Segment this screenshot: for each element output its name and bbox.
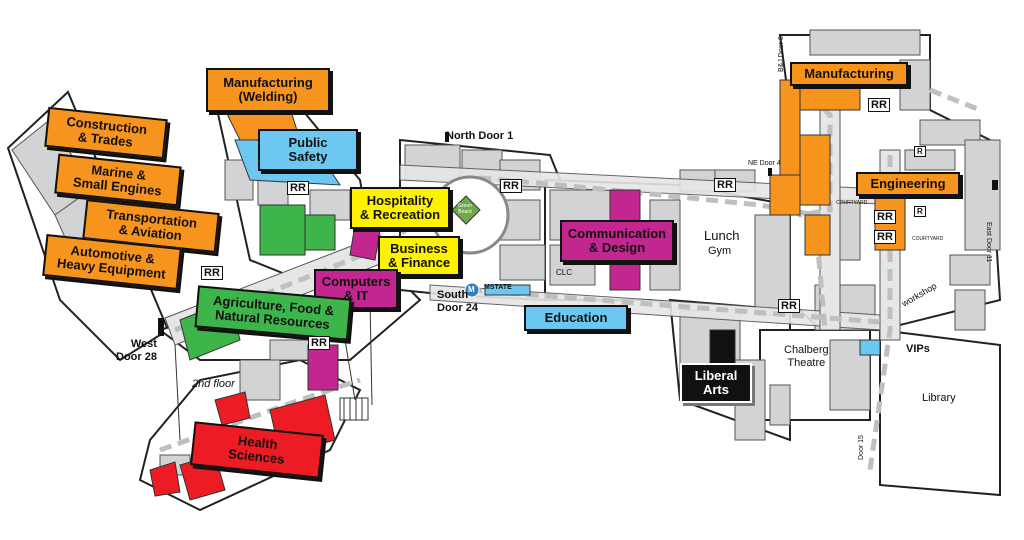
courtyard-label-2: COURTYARD bbox=[912, 236, 944, 242]
bj-door-label: B&J Door 6 bbox=[778, 36, 785, 72]
label-line: West bbox=[130, 338, 157, 350]
label-public-safety: Public Safety bbox=[258, 129, 358, 171]
label-hospitality-recreation: Hospitality & Recreation bbox=[350, 187, 450, 229]
east-door-label: East Door 11 bbox=[985, 222, 992, 263]
label-liberal-arts: Liberal Arts bbox=[680, 363, 752, 403]
label-line: Door 24 bbox=[437, 302, 478, 314]
green-board-icon bbox=[451, 195, 481, 225]
restroom-marker: RR bbox=[874, 230, 896, 244]
label-line: Manufacturing bbox=[223, 75, 313, 91]
restroom-marker: RR bbox=[500, 179, 522, 193]
label-line: Business bbox=[390, 241, 448, 257]
ne-door-label: NE Door 4 bbox=[748, 160, 781, 167]
mstate-label: MSTATE bbox=[484, 284, 512, 291]
label-line: Communication bbox=[567, 226, 667, 242]
label-line: Board bbox=[458, 209, 472, 215]
restroom-marker: RR bbox=[201, 266, 223, 280]
label-manufacturing: Manufacturing bbox=[790, 62, 908, 86]
gym-label: Gym bbox=[708, 245, 732, 257]
label-line: (Welding) bbox=[238, 89, 298, 104]
west-door-label: West Door 28 bbox=[116, 338, 157, 364]
mstate-logo-letter: M bbox=[468, 285, 475, 294]
label-line: Door 28 bbox=[116, 351, 157, 363]
restroom-marker-single: R bbox=[914, 146, 926, 157]
stairs bbox=[339, 397, 369, 421]
label-line: Public bbox=[288, 135, 328, 151]
restroom-marker: RR bbox=[874, 210, 896, 224]
restroom-marker: RR bbox=[308, 336, 330, 350]
label-line: Manufacturing bbox=[804, 66, 894, 82]
restroom-marker: RR bbox=[868, 98, 890, 112]
lunch-label: Lunch bbox=[704, 228, 740, 243]
door-markers bbox=[158, 132, 998, 336]
label-line: Hospitality bbox=[366, 193, 434, 209]
label-communication-design: Communication & Design bbox=[560, 220, 674, 262]
label-business-finance: Business & Finance bbox=[378, 236, 460, 276]
label-line: Small Engines bbox=[72, 174, 163, 199]
label-line: & Trades bbox=[77, 129, 134, 150]
label-line: Chalberg bbox=[784, 344, 829, 356]
label-line: Theatre bbox=[787, 357, 826, 369]
green-board-label: Green Board bbox=[458, 203, 472, 215]
courtyard-label: COURTYARD bbox=[836, 200, 868, 206]
label-line: Safety bbox=[288, 149, 328, 164]
label-education: Education bbox=[524, 305, 628, 331]
south-door-label: South Door 24 bbox=[437, 289, 478, 315]
label-line: Education bbox=[544, 310, 608, 326]
label-line: Computers bbox=[321, 274, 391, 290]
label-line: & Design bbox=[588, 240, 646, 255]
label-line: Arts bbox=[702, 382, 729, 397]
mstate-logo-icon bbox=[464, 282, 480, 298]
label-line: Green bbox=[458, 203, 472, 209]
clc-label: CLC bbox=[556, 268, 573, 277]
door15-label: Door 15 bbox=[858, 435, 865, 460]
chalberg-theatre-label: Chalberg Theatre bbox=[784, 344, 829, 370]
label-line: South bbox=[437, 289, 469, 301]
label-line: Liberal bbox=[694, 368, 738, 384]
label-line: & Finance bbox=[387, 255, 451, 270]
second-floor-label: 2nd floor bbox=[192, 378, 235, 390]
vips-label: VIPs bbox=[906, 343, 930, 355]
north-door-label: North Door 1 bbox=[446, 130, 514, 142]
restroom-marker: RR bbox=[287, 181, 309, 195]
label-manufacturing-welding: Manufacturing (Welding) bbox=[206, 68, 330, 112]
restroom-marker: RR bbox=[714, 178, 736, 192]
label-line: & Recreation bbox=[359, 207, 441, 222]
label-engineering: Engineering bbox=[856, 172, 960, 196]
label-line: Engineering bbox=[870, 176, 946, 192]
restroom-marker: RR bbox=[778, 299, 800, 313]
restroom-marker-single: R bbox=[914, 206, 926, 217]
library-label: Library bbox=[922, 392, 956, 404]
